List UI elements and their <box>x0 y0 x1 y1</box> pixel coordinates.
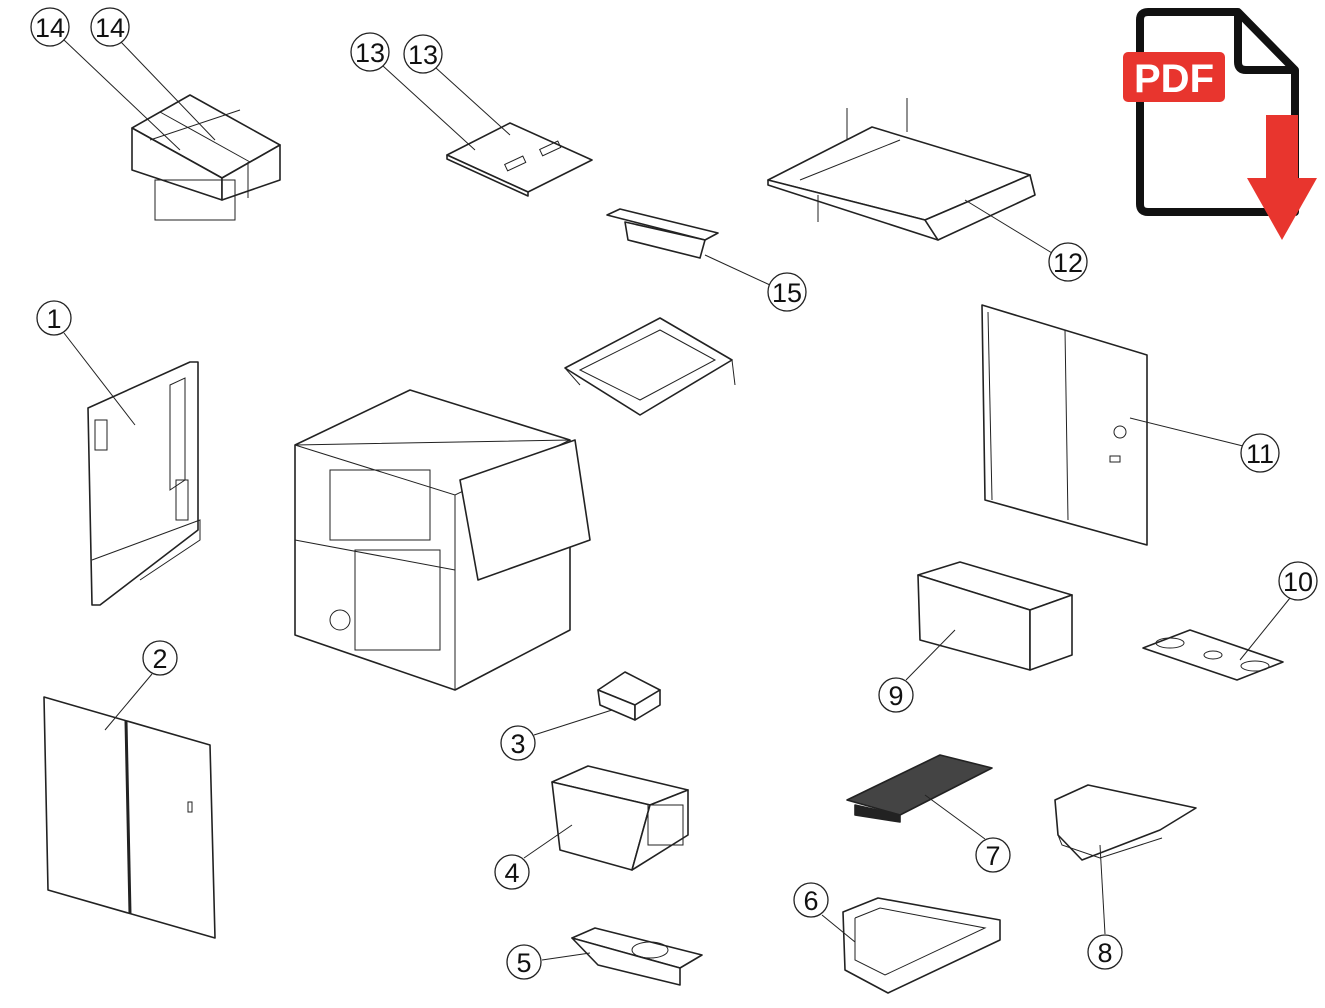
callout-4: 4 <box>494 854 530 890</box>
part-10-drip-cover <box>1142 629 1284 681</box>
svg-text:14: 14 <box>35 13 65 43</box>
part-6-base-tray <box>842 897 1001 994</box>
callout-13: 13 <box>403 34 443 74</box>
callout-7: 7 <box>975 837 1011 873</box>
callout-5: 5 <box>506 944 542 980</box>
svg-text:15: 15 <box>772 278 802 308</box>
pdf-download-icon[interactable]: PDF <box>1123 8 1317 240</box>
main-chassis <box>294 389 591 691</box>
svg-text:1: 1 <box>46 304 61 334</box>
svg-text:10: 10 <box>1283 567 1313 597</box>
svg-text:11: 11 <box>1246 439 1274 469</box>
part-5-drip-tray <box>571 927 703 986</box>
part-4-grounds-container <box>551 765 689 871</box>
svg-text:8: 8 <box>1097 938 1112 968</box>
internal-tray <box>564 317 736 416</box>
part-14-lid <box>131 94 281 221</box>
callout-2: 2 <box>142 640 178 676</box>
callout-11: 11 <box>1240 433 1280 473</box>
callout-3: 3 <box>500 725 536 761</box>
part-1-side-panel <box>87 361 201 606</box>
callout-10: 10 <box>1278 561 1318 601</box>
callout-6: 6 <box>793 882 829 918</box>
callout-14: 14 <box>90 7 130 47</box>
part-2-door <box>43 696 216 939</box>
svg-text:3: 3 <box>510 729 525 759</box>
part-7-grill <box>846 754 993 823</box>
leader-lines <box>63 39 1291 961</box>
part-3-block <box>597 671 661 721</box>
svg-text:12: 12 <box>1053 248 1083 278</box>
part-12-top-cover <box>767 98 1036 241</box>
svg-text:14: 14 <box>95 13 125 43</box>
callout-8: 8 <box>1087 934 1123 970</box>
part-8-tray <box>1054 784 1197 861</box>
callout-14: 14 <box>30 7 70 47</box>
svg-text:6: 6 <box>803 886 818 916</box>
part-15-bracket <box>606 208 719 259</box>
part-11-back-panel <box>981 304 1148 546</box>
part-9-tank <box>917 561 1073 671</box>
svg-text:7: 7 <box>985 841 1000 871</box>
part-13-plate <box>446 122 593 197</box>
svg-text:4: 4 <box>504 858 519 888</box>
svg-text:13: 13 <box>408 40 438 70</box>
callout-1: 1 <box>36 300 72 336</box>
svg-text:2: 2 <box>152 644 167 674</box>
callout-12: 12 <box>1048 242 1088 282</box>
svg-text:9: 9 <box>888 681 903 711</box>
callout-9: 9 <box>878 677 914 713</box>
callout-13: 13 <box>350 32 390 72</box>
callout-15: 15 <box>767 272 807 312</box>
svg-text:5: 5 <box>516 948 531 978</box>
pdf-label: PDF <box>1134 57 1214 101</box>
svg-text:13: 13 <box>355 38 385 68</box>
